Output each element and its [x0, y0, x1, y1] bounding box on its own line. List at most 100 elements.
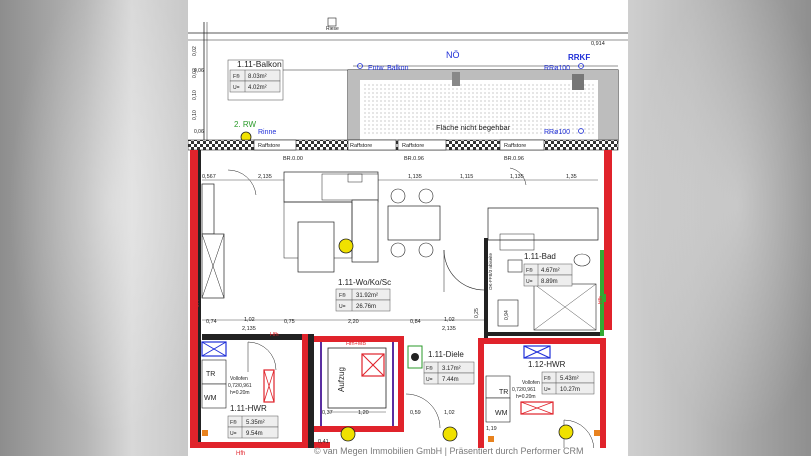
- hfh-hwr-left: Hfh: [270, 332, 279, 338]
- hwr-left-room: TR WM Vollofen 0,72/0,961 h=0.20m 1.11-H…: [201, 341, 279, 439]
- wm-left: WM: [204, 395, 217, 402]
- balkon-area-key: F®: [233, 73, 240, 80]
- br-2: BR.0.96: [404, 156, 424, 162]
- dim-102-b: 1,02: [444, 317, 455, 323]
- raffstore-1: Raffstore: [258, 143, 280, 149]
- no-label: NÖ: [446, 50, 460, 60]
- dim-left-2: 0,02: [192, 68, 198, 78]
- volle-left-3: h=0.20m: [230, 390, 250, 396]
- dim-2135-top: 2,135: [258, 174, 272, 180]
- rw-label: 2. RW: [234, 120, 257, 129]
- balcony-area: [188, 22, 628, 143]
- living-furniture: [201, 167, 599, 299]
- balkon-label: 1.11-Balkon F® 8.03m² U= 4.02m²: [229, 59, 282, 93]
- dim-059: 0,59: [410, 410, 421, 416]
- dim-220: 2,20: [348, 319, 359, 325]
- hwr11-name: 1.11-HWR: [230, 404, 267, 413]
- hwr11-area-value: 5.35m²: [246, 420, 265, 426]
- br-3: BR.0.96: [504, 156, 524, 162]
- dim-0914: 0,914: [591, 41, 605, 47]
- hwr11-u-value: 9.54m: [246, 431, 263, 437]
- dim-left-4: 0,10: [192, 110, 198, 120]
- balkon-u-key: U=: [233, 85, 240, 91]
- tr-left: TR: [206, 371, 215, 378]
- volle-left-2: 0,72/0,961: [228, 383, 252, 389]
- rrkf-label: RRKF: [568, 53, 590, 62]
- dim-left-6: 0,06: [194, 129, 204, 135]
- bad-u-key: U=: [526, 279, 533, 285]
- hwr12-name: 1.12-HWR: [528, 360, 566, 369]
- raffstore-4: Raffstore: [504, 143, 526, 149]
- middle-dimension-row: 0,74 1,02 2,135 0,75 2,20 0,84 1,02 2,13…: [202, 308, 510, 332]
- dim-102-c: 1,02: [444, 410, 455, 416]
- hfh-bad: Hfh: [598, 296, 604, 304]
- diele-room: 1.11-Diele F® 3.17m² U= 7.44m 0,59 1,02: [340, 345, 475, 442]
- hfh-bottom: Hfh: [236, 451, 245, 456]
- dim-025: 0,25: [474, 308, 480, 318]
- smoke-detector-hwr-right: [558, 424, 574, 440]
- dim-0567: 0,567: [202, 174, 216, 180]
- floor-plan-drawing: 1.11-Balkon F® 8.03m² U= 4.02m² Riese NÖ…: [188, 17, 628, 456]
- hwr12-u-value: 10.27m: [560, 387, 580, 393]
- br-1: BR.0.00: [283, 156, 303, 162]
- volle-right: Vollofen: [522, 380, 540, 386]
- dim-1135-a: 1,135: [408, 174, 422, 180]
- flaeche-label: Fläche nicht begehbar: [436, 123, 511, 132]
- entw-balkon-label: Entw. Balkon: [368, 65, 409, 72]
- volle-right-3: h=0.20m: [516, 394, 536, 400]
- diele-area-key: F®: [426, 365, 433, 372]
- drain-marker-left: [357, 63, 363, 69]
- blurred-backdrop-right: [628, 0, 811, 456]
- hwr11-area-key: F®: [230, 419, 237, 426]
- dim-102-a: 1,02: [244, 317, 255, 323]
- wohn-u-key: U=: [339, 304, 346, 310]
- diele-area-value: 3.17m²: [442, 366, 461, 372]
- dim-left-1: 0,02: [192, 46, 198, 56]
- dim-left-5: 0,06: [194, 68, 204, 74]
- dim-2135-right: 2,135: [442, 326, 456, 332]
- top-dimension-row: 0,567 2,135 1,135 1,115 1,135 1,35: [202, 174, 598, 181]
- bad-area-value: 4.67m²: [541, 268, 560, 274]
- hwr-right-room: 1.12-HWR F® 5.43m² U= 10.27m TR WM Vollo…: [485, 345, 600, 452]
- lower-walls: [202, 334, 606, 456]
- hfh-hwr-right: Hfh: [558, 339, 567, 345]
- dim-1135-b: 1,135: [510, 174, 524, 180]
- hwr12-area-key: F®: [544, 375, 551, 382]
- drain-marker-top-right: [578, 63, 584, 69]
- dim-041: 0,41: [318, 439, 329, 445]
- wohn-area-key: F®: [339, 292, 346, 299]
- wohn-name: 1.11-Wo/Ko/Sc: [338, 278, 391, 287]
- bad-name: 1.11-Bad: [524, 252, 556, 261]
- elevator: Aufzug 0,37 1,20 0,41: [318, 347, 387, 445]
- dim-2135-mid: 2,135: [242, 326, 256, 332]
- dim-120: 1,20: [358, 410, 369, 416]
- hfh-left: Hfh: [192, 300, 198, 309]
- dim-094: 0,94: [504, 310, 510, 320]
- balkon-u-value: 4.02m²: [248, 85, 267, 91]
- volle-right-2: 0,72/0,961: [512, 387, 536, 393]
- dim-1115: 1,115: [460, 174, 473, 180]
- floor-plan: 1.11-Balkon F® 8.03m² U= 4.02m² Riese NÖ…: [188, 0, 628, 456]
- smoke-detector-diele: [442, 426, 458, 442]
- smoke-detector-hall: [340, 426, 356, 442]
- outer-walls: [190, 150, 612, 456]
- hwr12-u-key: U=: [544, 387, 551, 393]
- riese-label: Riese: [326, 26, 339, 32]
- raffstore-2: Raffstore: [350, 143, 372, 149]
- diele-u-key: U=: [426, 377, 433, 383]
- ok-label: OK-FFB/3 nbiseite: [488, 252, 493, 290]
- rr-bottom-label: RRø100: [544, 129, 570, 136]
- dim-119: 1,19: [486, 426, 497, 432]
- dim-left-3: 0,10: [192, 90, 198, 100]
- diele-u-value: 7.44m: [442, 377, 459, 383]
- smoke-detector-living: [338, 238, 354, 254]
- dim-135: 1,35: [566, 174, 577, 180]
- dim-037: 0,37: [322, 410, 333, 416]
- blurred-backdrop-left: [0, 0, 188, 456]
- rr-top-label: RRø100: [544, 65, 570, 72]
- balkon-name: 1.11-Balkon: [237, 59, 282, 69]
- dim-084: 0,84: [410, 319, 421, 325]
- diele-name: 1.11-Diele: [428, 350, 464, 359]
- volle-left: Vollofen: [230, 376, 248, 382]
